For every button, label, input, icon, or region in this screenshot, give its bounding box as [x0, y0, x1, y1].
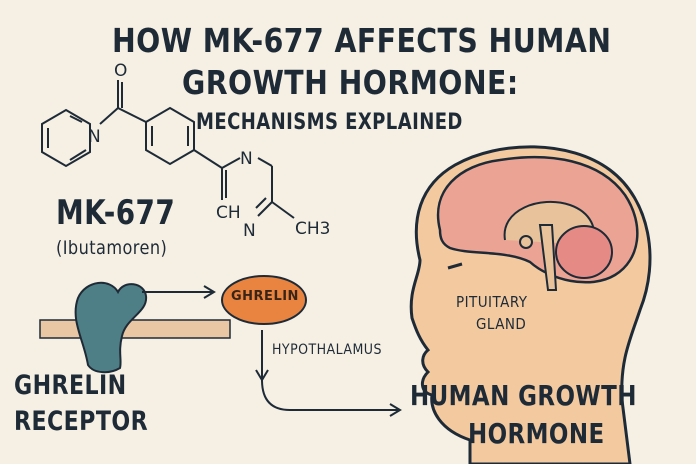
cell-membrane: [39, 319, 231, 339]
receptor-label-line-1: GHRELIN: [14, 370, 127, 401]
hgh-label-line-1: HUMAN GROWTH: [410, 379, 637, 412]
subtitle: MECHANISMS EXPLAINED: [196, 110, 463, 135]
pituitary-label-line-2: GLAND: [476, 315, 527, 333]
molecule-structure: [41, 80, 295, 219]
pituitary-gland-icon: [519, 235, 533, 249]
compound-alt-name: (Ibutamoren): [56, 237, 168, 259]
cerebellum-icon: [555, 225, 613, 279]
molecule-atoms: O N N CH N CH3: [88, 61, 330, 241]
title-line-1: HOW MK-677 AFFECTS HUMAN: [112, 21, 612, 60]
atom-ch3: CH3: [295, 219, 330, 239]
ghrelin-receptor-shape: [74, 282, 148, 374]
eye-icon: [447, 262, 463, 270]
compound-name: MK-677: [56, 193, 176, 233]
title-line-2: GROWTH HORMONE:: [182, 63, 519, 102]
brainstem: [538, 224, 558, 291]
ghrelin-oval: [221, 275, 307, 325]
atom-n: N: [243, 221, 256, 241]
ghrelin-label: GHRELIN: [231, 289, 299, 304]
atom-n: N: [88, 127, 101, 147]
atom-ch: CH: [216, 203, 241, 223]
hypothalamus-label: HYPOTHALAMUS: [272, 342, 382, 358]
receptor-label-line-2: RECEPTOR: [14, 406, 149, 437]
atom-n: N: [240, 149, 253, 169]
atom-o: O: [114, 61, 127, 81]
hgh-label-line-2: HORMONE: [468, 417, 605, 450]
pituitary-label-line-1: PITUITARY: [456, 293, 528, 311]
molecule: O N N CH N CH3: [41, 61, 330, 241]
